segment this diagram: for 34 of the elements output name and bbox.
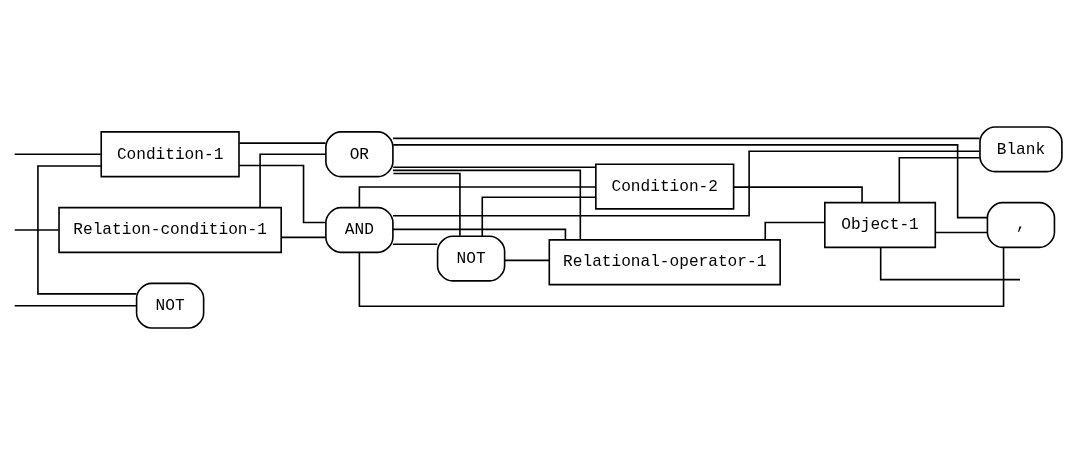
connector — [13, 304, 138, 306]
connector — [934, 231, 989, 233]
connector — [238, 164, 327, 223]
connector — [504, 259, 550, 261]
connector — [392, 228, 567, 241]
node-box: OR — [325, 130, 394, 177]
connector — [764, 221, 826, 240]
connector — [392, 172, 461, 237]
connector — [358, 246, 1005, 307]
connector — [879, 246, 1021, 280]
connector — [392, 166, 597, 168]
connector — [392, 242, 439, 245]
node-box: Condition-2 — [595, 162, 735, 210]
node-box: NOT — [436, 234, 506, 282]
connector — [280, 236, 327, 238]
node-box: Relation-condition-1 — [58, 206, 282, 253]
connector — [392, 137, 981, 139]
connector — [259, 152, 327, 208]
connector — [358, 185, 597, 208]
connector — [13, 228, 60, 231]
node-box: Condition-1 — [100, 130, 240, 177]
node-box: Object-1 — [824, 201, 937, 248]
connector — [13, 152, 102, 155]
connector — [481, 196, 597, 237]
node-box: AND — [325, 206, 394, 253]
connector — [37, 164, 138, 295]
node-box: Relational-operator-1 — [548, 238, 781, 285]
connector — [732, 185, 863, 203]
connector — [898, 156, 981, 203]
node-box: , — [986, 201, 1056, 248]
node-box: NOT — [135, 282, 205, 329]
connector — [238, 141, 327, 144]
node-box: Blank — [979, 125, 1063, 172]
connector — [392, 169, 582, 240]
